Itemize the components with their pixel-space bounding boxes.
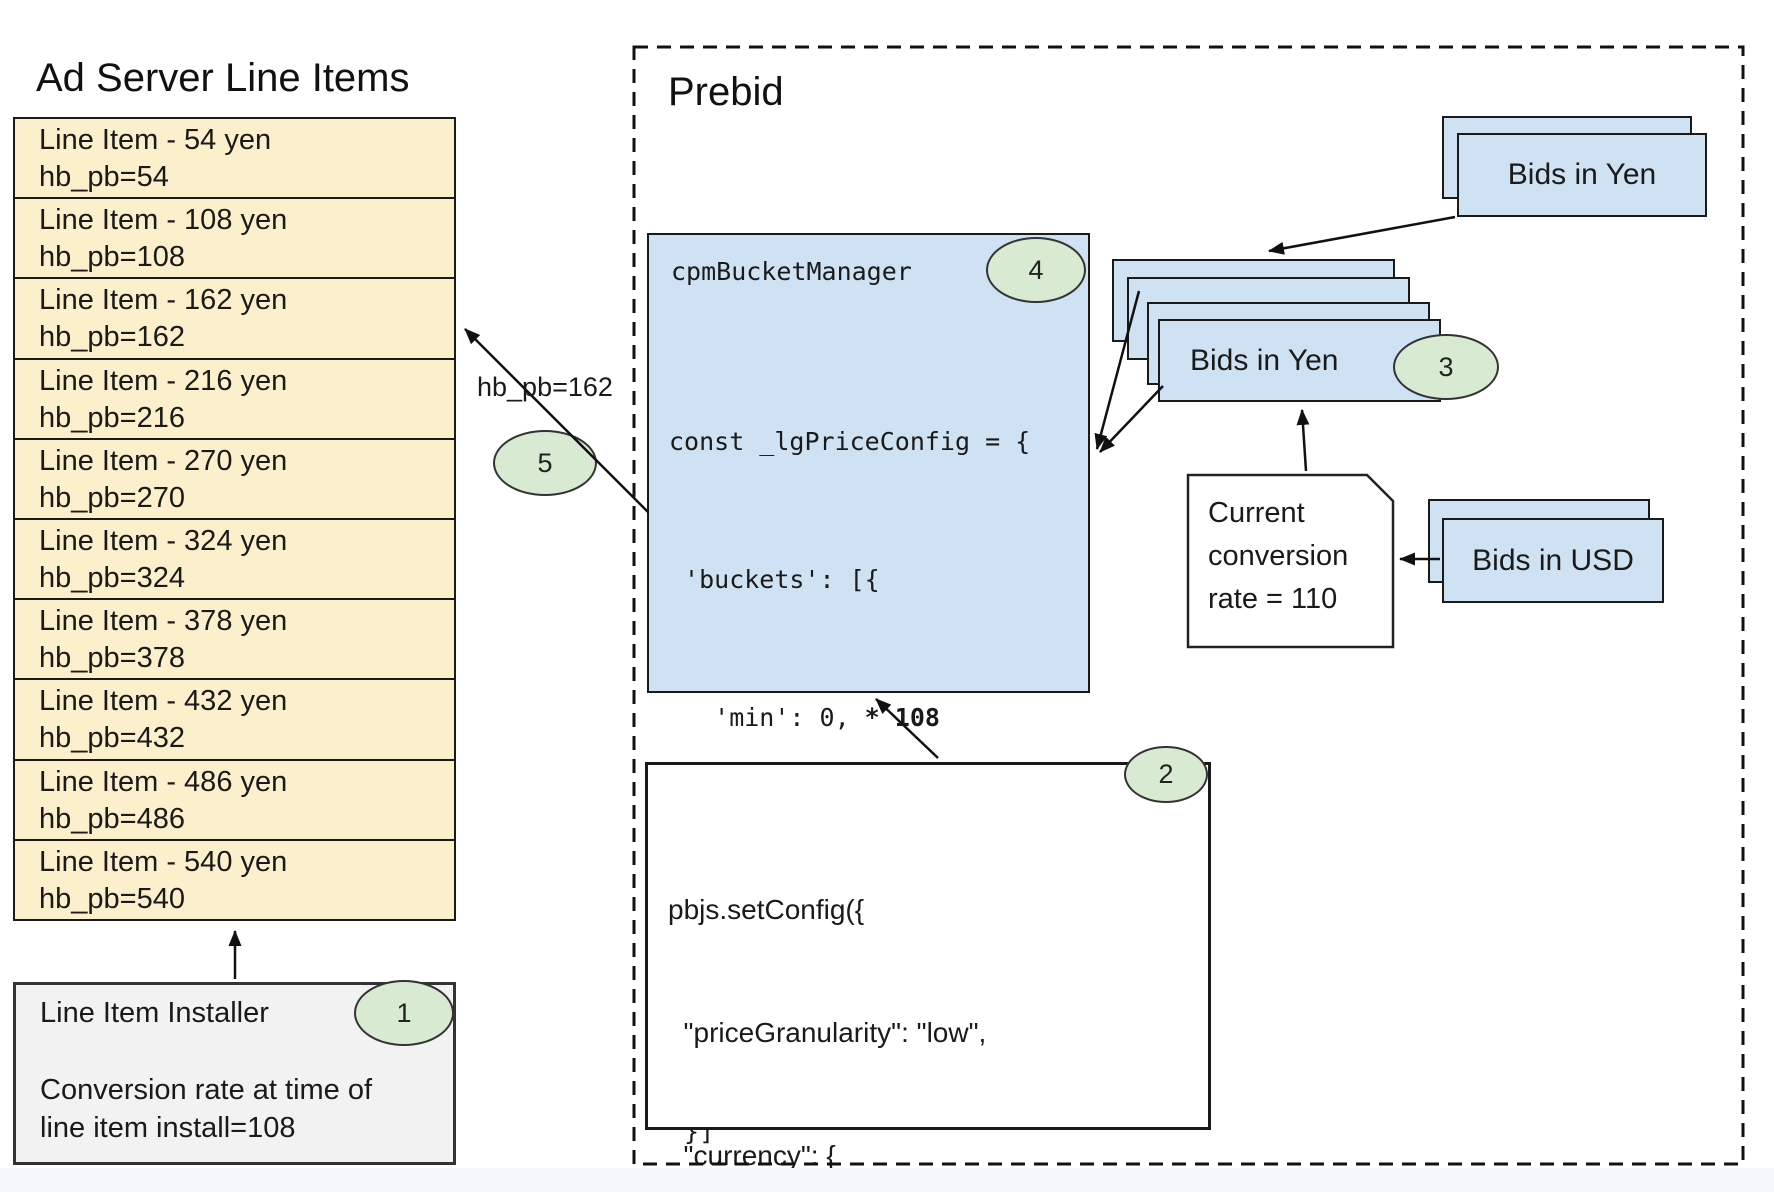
pbjs-set-config-box: pbjs.setConfig({ "priceGranularity": "lo…: [645, 762, 1211, 1171]
step-badge-2: 2: [1124, 746, 1208, 803]
arrow-note-to-stack: [1296, 409, 1310, 472]
line-item-kv: hb_pb=54: [39, 161, 169, 193]
line-item-kv: hb_pb=108: [39, 241, 185, 274]
step-badge-5: 5: [493, 430, 597, 496]
cpm-bucket-manager-title: cpmBucketManager: [671, 257, 912, 286]
line-item-label: Line Item - 486 yen: [39, 765, 288, 798]
ad-server-title: Ad Server Line Items: [36, 56, 410, 100]
code-line: 'buckets': [{: [669, 565, 880, 594]
line-item-kv: hb_pb=324: [39, 562, 185, 595]
table-row: Line Item - 108 yen hb_pb=108: [15, 199, 454, 280]
prebid-title: Prebid: [668, 70, 784, 114]
table-row: Line Item - 162 yen hb_pb=162: [15, 279, 454, 360]
bids-in-usd-card: Bids in USD: [1442, 518, 1664, 603]
installer-note-line1: Conversion rate at time of: [40, 1074, 373, 1106]
table-row: Line Item - 540 yen hb_pb=540: [15, 841, 454, 919]
installer-title: Line Item Installer: [40, 997, 269, 1029]
bids-in-yen-label: Bids in Yen: [1507, 158, 1657, 191]
code-line: "priceGranularity": "low",: [668, 1017, 987, 1048]
code-line: pbjs.setConfig({: [668, 894, 865, 925]
step-badge-1: 1: [354, 980, 454, 1046]
note-line2: conversion: [1208, 540, 1349, 572]
table-row: Line Item - 486 yen hb_pb=486: [15, 761, 454, 841]
line-item-label: Line Item - 270 yen: [39, 444, 288, 477]
page-bottom-strip: [0, 1168, 1774, 1192]
conversion-rate-note: Current conversion rate = 110: [1208, 492, 1348, 621]
note-line1: Current: [1208, 497, 1305, 529]
table-row: Line Item - 378 yen hb_pb=378: [15, 600, 454, 681]
installer-note: Conversion rate at time of line item ins…: [40, 1071, 372, 1147]
note-line3: rate = 110: [1208, 583, 1338, 615]
line-item-kv: hb_pb=432: [39, 722, 185, 755]
line-item-kv: hb_pb=378: [39, 642, 185, 675]
pbjs-set-config-code: pbjs.setConfig({ "priceGranularity": "lo…: [668, 807, 1049, 1192]
step-badge-3: 3: [1393, 334, 1499, 400]
step-badge-4: 4: [986, 237, 1086, 303]
line-item-kv: hb_pb=270: [39, 481, 185, 514]
line-item-kv: hb_pb=486: [39, 802, 185, 835]
installer-note-line2: line item install=108: [40, 1112, 296, 1144]
flow-label-hb-pb: hb_pb=162: [477, 372, 613, 402]
line-items-table: Line Item - 54 yen hb_pb=54 Line Item - …: [13, 117, 456, 921]
table-row: Line Item - 270 yen hb_pb=270: [15, 440, 454, 521]
arrow-stack-to-cpm-2: [1099, 385, 1164, 453]
line-item-label: Line Item - 324 yen: [39, 525, 288, 558]
code-line: 'min': 0, * 108: [669, 703, 940, 732]
table-row: Line Item - 324 yen hb_pb=324: [15, 520, 454, 601]
line-item-label: Line Item - 108 yen: [39, 204, 288, 237]
bids-in-usd-label: Bids in USD: [1472, 543, 1634, 577]
table-row: Line Item - 432 yen hb_pb=432: [15, 680, 454, 761]
line-item-label: Line Item - 54 yen: [39, 124, 272, 156]
arrow-yen-top-to-stack: [1268, 215, 1456, 255]
line-item-label: Line Item - 540 yen: [39, 845, 288, 878]
code-line: const _lgPriceConfig = {: [669, 427, 1031, 456]
table-row: Line Item - 54 yen hb_pb=54: [15, 119, 454, 200]
table-row: Line Item - 216 yen hb_pb=216: [15, 360, 454, 440]
line-item-kv: hb_pb=216: [39, 401, 185, 434]
line-item-label: Line Item - 378 yen: [39, 605, 288, 638]
bids-in-yen-top-card: Bids in Yen: [1457, 133, 1707, 217]
line-item-kv: hb_pb=162: [39, 321, 185, 354]
line-item-label: Line Item - 216 yen: [39, 364, 288, 397]
line-item-label: Line Item - 162 yen: [39, 284, 288, 317]
bids-in-yen-label: Bids in Yen: [1190, 343, 1339, 377]
line-item-label: Line Item - 432 yen: [39, 685, 288, 718]
line-item-kv: hb_pb=540: [39, 882, 185, 915]
